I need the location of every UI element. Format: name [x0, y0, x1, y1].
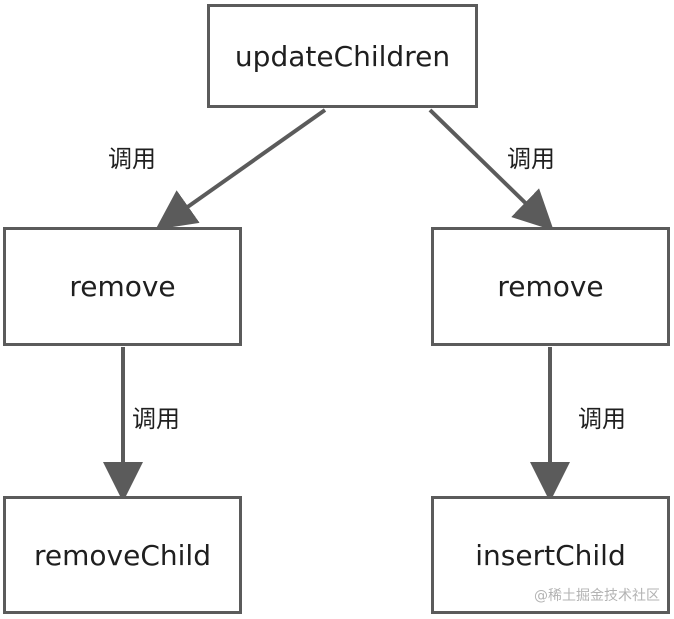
watermark: @稀土掘金技术社区 — [534, 588, 660, 604]
edge-label-root-right: 调用 — [507, 145, 555, 173]
node-insert-child: insertChild — [431, 496, 670, 614]
node-update-children: updateChildren — [207, 4, 478, 108]
node-remove-left: remove — [3, 227, 242, 346]
edge-label-root-left: 调用 — [108, 145, 156, 173]
edge-label-left-vertical: 调用 — [132, 405, 180, 433]
edge-label-right-vertical: 调用 — [578, 405, 626, 433]
arrow-root-to-right — [428, 108, 554, 231]
node-remove-right: remove — [431, 227, 670, 346]
arrow-root-to-left — [155, 108, 327, 230]
node-remove-child: removeChild — [3, 496, 242, 614]
